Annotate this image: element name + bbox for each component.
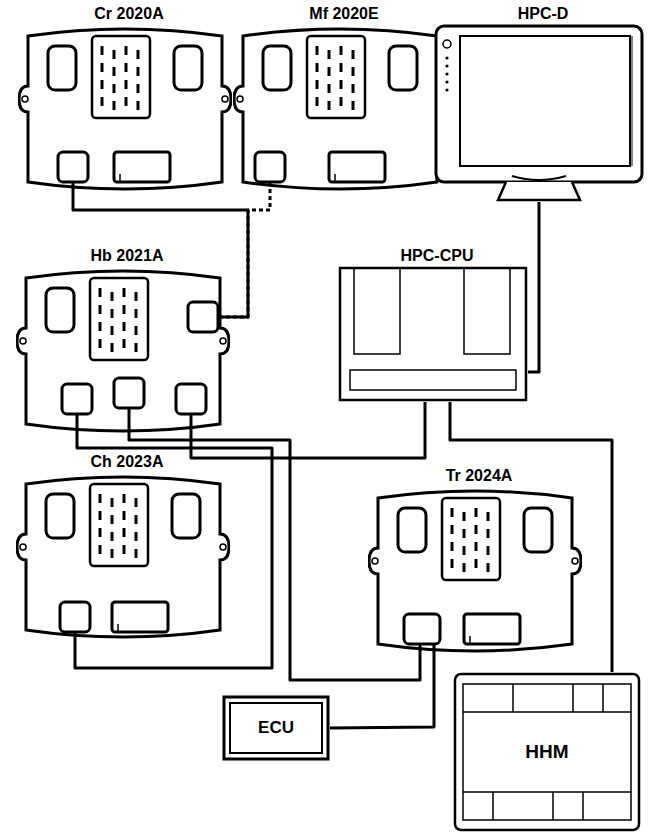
cable — [129, 408, 420, 680]
module-unit: Tr 2024A — [368, 466, 590, 658]
hub-module: Hb 2021A — [16, 246, 238, 438]
control-unit-box: ECU — [222, 695, 330, 761]
module-outline — [18, 24, 232, 196]
dashed-cable — [218, 182, 270, 317]
box-body: ECU — [222, 695, 330, 761]
box-body: HHM — [453, 672, 641, 832]
module-unit: Ch 2023A — [16, 452, 238, 644]
cable — [75, 414, 272, 668]
box-label: ECU — [255, 718, 297, 738]
module-unit: Mf 2020E — [233, 4, 455, 196]
cable — [191, 402, 425, 458]
module-outline — [16, 266, 230, 438]
hardware-module-box: HHM — [453, 672, 641, 832]
display-monitor: HPC-D — [434, 4, 649, 202]
computer-unit: HPC-CPU — [338, 246, 536, 402]
module-outline — [233, 24, 447, 196]
cpu-case — [338, 266, 528, 402]
unit-label: Ch 2023A — [16, 452, 238, 472]
box-label: HHM — [522, 741, 571, 763]
module-outline — [368, 486, 582, 658]
cable — [528, 202, 539, 372]
unit-label: Mf 2020E — [233, 4, 455, 24]
cable — [330, 644, 434, 728]
monitor-drawing — [434, 24, 644, 202]
unit-label: HPC-D — [434, 4, 649, 24]
module-unit: Cr 2020A — [18, 4, 240, 196]
module-outline — [16, 472, 230, 644]
unit-label: Tr 2024A — [368, 466, 590, 486]
unit-label: HPC-CPU — [338, 246, 536, 266]
unit-label: Cr 2020A — [18, 4, 240, 24]
unit-label: Hb 2021A — [16, 246, 238, 266]
